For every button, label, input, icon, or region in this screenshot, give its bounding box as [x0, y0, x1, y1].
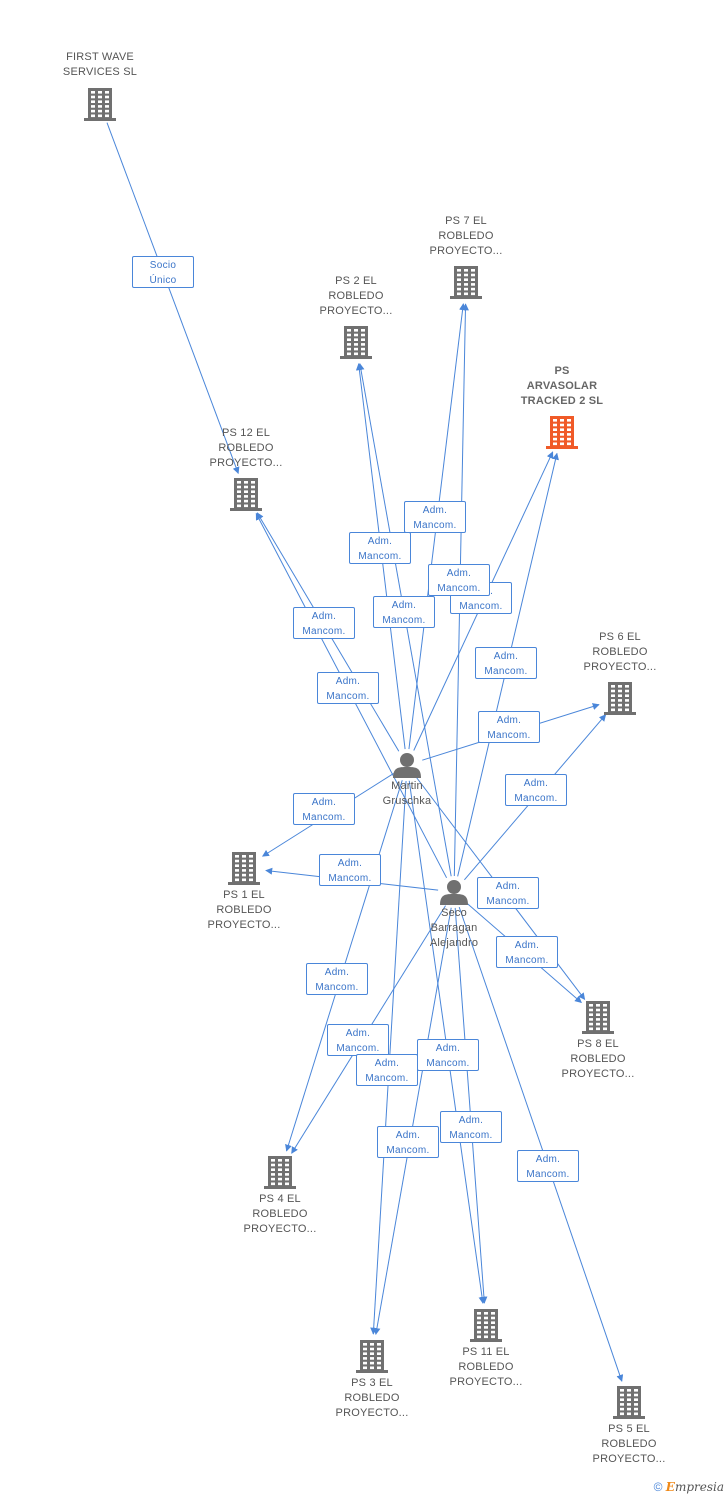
node-label-ps6[interactable]: PS 6 EL ROBLEDO PROYECTO... [583, 631, 657, 673]
edge-label-seco-ps4[interactable]: Adm. Mancom. [327, 1024, 389, 1056]
edge-label-seco-ps3[interactable]: Adm. Mancom. [377, 1126, 439, 1158]
building-icon-ps2[interactable] [340, 326, 372, 359]
edge-label-martin-ps8[interactable]: Adm. Mancom. [477, 877, 539, 909]
building-icon-ps12[interactable] [230, 478, 262, 511]
edge-label-seco-ps6[interactable]: Adm. Mancom. [478, 711, 540, 743]
edge-label-martin-ps4[interactable]: Adm. Mancom. [306, 963, 368, 995]
edge-label-seco-ps2[interactable]: Adm. Mancom. [373, 596, 435, 628]
node-label-seco[interactable]: Seco Barragan Alejandro [429, 907, 479, 949]
node-label-ps8[interactable]: PS 8 EL ROBLEDO PROYECTO... [561, 1038, 635, 1080]
node-label-ps3[interactable]: PS 3 EL ROBLEDO PROYECTO... [335, 1377, 409, 1419]
node-label-ps2[interactable]: PS 2 EL ROBLEDO PROYECTO... [319, 275, 393, 317]
edge-label-martin-ps6[interactable]: Adm. Mancom. [505, 774, 567, 806]
building-icon-ps5[interactable] [613, 1386, 645, 1419]
node-label-ps11[interactable]: PS 11 EL ROBLEDO PROYECTO... [449, 1346, 523, 1388]
edge-label-seco-ps11[interactable]: Adm. Mancom. [440, 1111, 502, 1143]
person-icon-martin[interactable] [393, 753, 421, 778]
edge-label-seco-ps8[interactable]: Adm. Mancom. [496, 936, 558, 968]
edge-seco-ps5 [458, 906, 624, 1382]
building-icon-arvasolar[interactable] [546, 416, 578, 449]
edge-label-seco-ps1[interactable]: Adm. Mancom. [319, 854, 381, 886]
node-label-ps4[interactable]: PS 4 EL ROBLEDO PROYECTO... [243, 1193, 317, 1235]
edge-label-seco-ps12[interactable]: Adm. Mancom. [317, 672, 379, 704]
node-label-ps1[interactable]: PS 1 EL ROBLEDO PROYECTO... [207, 889, 281, 931]
edge-label-seco-arvasolar[interactable]: Adm. Mancom. [475, 647, 537, 679]
building-icon-ps4[interactable] [264, 1156, 296, 1189]
copyright-symbol: © [653, 1480, 663, 1494]
node-label-ps5[interactable]: PS 5 EL ROBLEDO PROYECTO... [592, 1423, 666, 1465]
edge-label-martin-arvasolar[interactable]: Adm. Mancom. [428, 564, 490, 596]
edge-label-martin-ps12[interactable]: Adm. Mancom. [293, 607, 355, 639]
brand-logo: Empresia [665, 1480, 724, 1494]
building-icon-ps1[interactable] [228, 852, 260, 885]
edge-label-martin-ps7[interactable]: Adm. Mancom. [404, 501, 466, 533]
building-icon-ps6[interactable] [604, 682, 636, 715]
edge-firstwave-ps12 [106, 122, 240, 475]
edge-label-martin-ps11[interactable]: Adm. Mancom. [417, 1039, 479, 1071]
building-icon-ps3[interactable] [356, 1340, 388, 1373]
building-icon-ps11[interactable] [470, 1309, 502, 1342]
building-icon-firstwave[interactable] [84, 88, 116, 121]
edge-seco-ps3 [373, 907, 452, 1336]
edge-seco-ps11 [454, 907, 488, 1304]
building-icon-ps8[interactable] [582, 1001, 614, 1034]
building-icon-ps7[interactable] [450, 266, 482, 299]
footer-brand: © Empresia [654, 1480, 724, 1498]
node-label-martin[interactable]: Martin Gruschka [382, 780, 432, 807]
edge-label-martin-ps1[interactable]: Adm. Mancom. [293, 793, 355, 825]
node-label-ps7[interactable]: PS 7 EL ROBLEDO PROYECTO... [429, 215, 503, 257]
edge-label-martin-ps2[interactable]: Adm. Mancom. [349, 532, 411, 564]
edge-label-seco-ps5[interactable]: Adm. Mancom. [517, 1150, 579, 1182]
node-label-firstwave[interactable]: FIRST WAVE SERVICES SL [62, 51, 138, 78]
person-icon-seco[interactable] [440, 880, 468, 905]
node-label-arvasolar[interactable]: PS ARVASOLAR TRACKED 2 SL [520, 365, 604, 407]
edge-label-martin-ps3[interactable]: Adm. Mancom. [356, 1054, 418, 1086]
node-label-ps12[interactable]: PS 12 EL ROBLEDO PROYECTO... [209, 427, 283, 469]
edge-label-firstwave-ps12[interactable]: Socio Único [132, 256, 194, 288]
